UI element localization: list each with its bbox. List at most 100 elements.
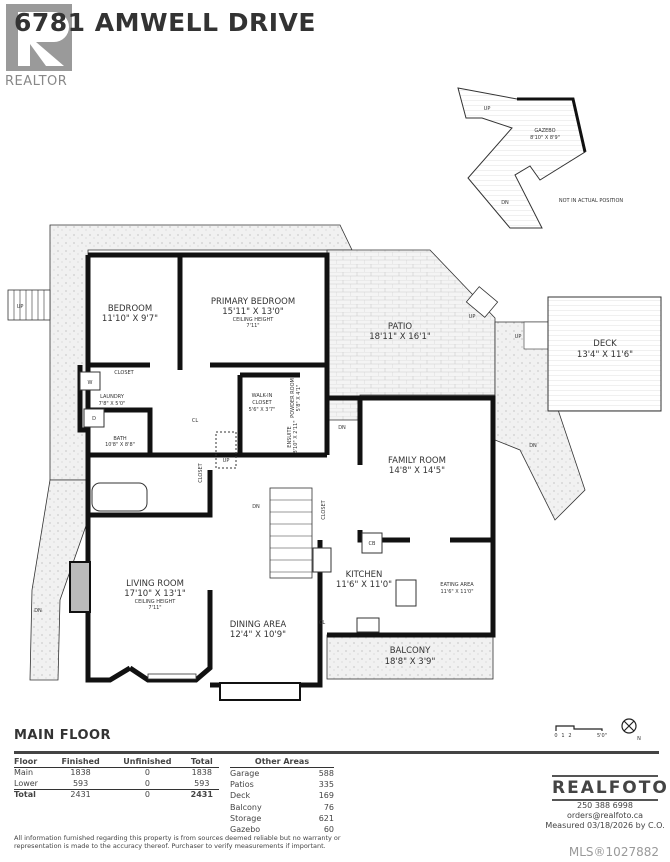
cell: 2431 xyxy=(51,788,111,800)
disclaimer: All information furnished regarding this… xyxy=(14,834,341,850)
floor-heading: MAIN FLOOR xyxy=(14,728,112,743)
walkway-top xyxy=(49,224,353,481)
family-room-dims: 14'8" X 14'5" xyxy=(389,466,445,476)
living-room-dims: 17'10" X 13'1" xyxy=(124,589,186,599)
deck-label: DECK xyxy=(593,339,617,349)
patio-label: PATIO xyxy=(388,322,412,332)
other-areas-header: Other Areas xyxy=(230,756,334,768)
bathtub xyxy=(91,482,148,512)
scale-label: 1 xyxy=(561,733,564,739)
scale-bar: 0 1 2 5'0" xyxy=(554,725,607,739)
scale-label: 2 xyxy=(568,733,571,739)
cell: Total xyxy=(14,788,52,800)
cell: Lower xyxy=(14,778,38,788)
phone: 250 388 6998 xyxy=(577,801,633,810)
gazebo-dims: 8'10" X 8'9" xyxy=(530,135,560,141)
divider xyxy=(14,751,659,754)
cb-cabinet xyxy=(361,532,383,554)
walk-in-dims: 5'6" X 3'7" xyxy=(249,407,276,413)
floor-area-table: Floor Finished Unfinished Total Main 183… xyxy=(14,756,219,800)
cell: 621 xyxy=(318,813,334,823)
deck xyxy=(547,296,662,412)
cell: Patios xyxy=(230,779,254,789)
ensuite-dims: 8'10" X 2'11" xyxy=(293,420,299,453)
island xyxy=(395,579,417,607)
table-row: Lower 593 0 593 xyxy=(14,778,219,789)
cell: 76 xyxy=(323,802,334,812)
dn-label: DN xyxy=(34,608,42,614)
cell: 335 xyxy=(318,779,334,789)
deck-dims: 13'4" X 11'6" xyxy=(577,350,633,360)
measured-note: Measured 03/18/2026 by C.O. xyxy=(545,821,665,830)
cell: 588 xyxy=(318,768,334,778)
laundry-label: LAUNDRY xyxy=(100,394,125,400)
up-label: UP xyxy=(484,106,491,112)
cell: 1838 xyxy=(70,768,91,778)
sink xyxy=(356,617,380,633)
washer-label: W xyxy=(88,380,93,386)
cell: 1838 xyxy=(191,768,212,778)
mls-number: MLS®1027882 xyxy=(568,845,659,859)
column-header: Finished xyxy=(51,756,111,768)
balcony-dims: 18'8" X 3'9" xyxy=(385,657,436,667)
dining-area-label: DINING AREA xyxy=(230,620,287,630)
bedroom-label: BEDROOM xyxy=(108,304,152,314)
dn-label: DN xyxy=(529,443,537,449)
washer xyxy=(79,371,101,391)
ensuite-label: ENSUITE xyxy=(287,426,293,447)
fireplace xyxy=(69,561,91,613)
email-link[interactable]: orders@realfoto.ca xyxy=(566,811,644,820)
walls xyxy=(77,252,496,688)
kitchen-dims: 11'6" X 11'0" xyxy=(336,580,392,590)
family-room-label: FAMILY ROOM xyxy=(388,456,446,466)
living-room-label: LIVING ROOM xyxy=(126,579,184,589)
patio xyxy=(326,249,496,421)
cell: 0 xyxy=(110,788,185,800)
dn-label: DN xyxy=(338,425,346,431)
cell: 593 xyxy=(72,778,89,788)
gazebo xyxy=(457,87,586,229)
ceiling-height-value: 7'11" xyxy=(246,323,259,329)
laundry-dims: 7'8" X 5'0" xyxy=(99,401,126,407)
ceiling-height-label: CEILING HEIGHT xyxy=(233,317,275,323)
cl-label: CL xyxy=(192,418,198,424)
patio-dims: 18'11" X 16'1" xyxy=(369,332,431,342)
stairs-interior xyxy=(269,487,313,579)
cell: Storage xyxy=(230,813,262,823)
cell: 169 xyxy=(318,791,334,801)
up-label: UP xyxy=(17,304,24,310)
walk-in-label-2: CLOSET xyxy=(252,400,272,406)
table-row: Patios 335 xyxy=(230,779,334,790)
cell: 60 xyxy=(323,825,334,835)
closet-kitchen-label: CLOSET xyxy=(321,499,327,519)
column-header: Total xyxy=(184,756,219,768)
cell: 2431 xyxy=(184,788,219,800)
cell: Main xyxy=(14,768,34,778)
closet-label: CLOSET xyxy=(114,370,134,376)
primary-bedroom-label: PRIMARY BEDROOM xyxy=(211,297,295,307)
cell: 593 xyxy=(194,778,210,788)
table-row: Main 1838 0 1838 xyxy=(14,767,219,778)
up-label: UP xyxy=(515,334,522,340)
bath-dims: 10'8" X 8'8" xyxy=(105,442,135,448)
dining-area-dims: 12'4" X 10'9" xyxy=(230,630,286,640)
column-header: Unfinished xyxy=(110,756,185,768)
north-arrow-icon: N xyxy=(621,718,641,742)
realtor-r-icon xyxy=(18,12,69,66)
eating-area-label: EATING AREA xyxy=(440,582,474,588)
up-label: UP xyxy=(223,458,230,464)
column-header: Floor xyxy=(14,756,52,768)
closet-hall-label: CLOSET xyxy=(198,462,204,482)
north-label: N xyxy=(637,736,641,742)
patio-steps xyxy=(465,286,499,318)
windows xyxy=(147,673,301,701)
brand-block: REALFOTO 250 388 6998 orders@realfoto.ca… xyxy=(545,775,667,831)
powder-room-dims: 5'8" X 4'1" xyxy=(296,385,302,412)
balcony-label: BALCONY xyxy=(390,646,431,656)
